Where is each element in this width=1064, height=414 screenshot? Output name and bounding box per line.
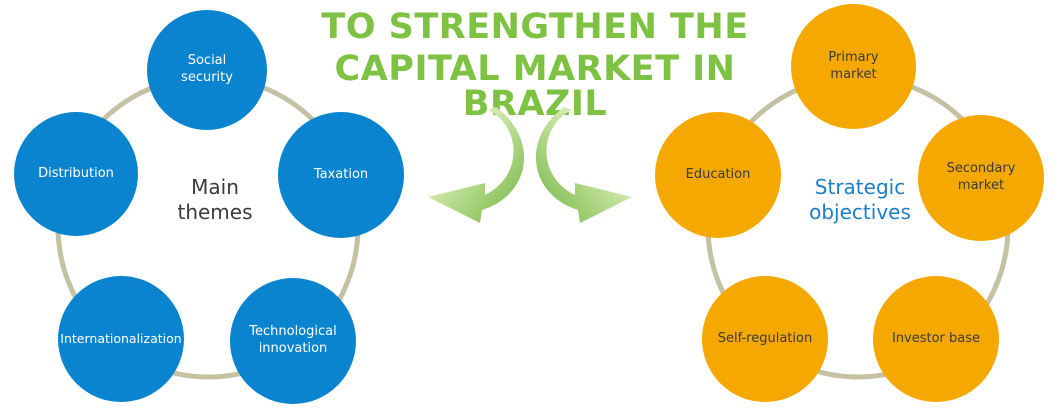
theme-node-social-security: Social security [147, 10, 267, 130]
objective-node-secondary-market: Secondary market [918, 115, 1044, 241]
title-line-2: CAPITAL MARKET IN BRAZIL [334, 49, 736, 124]
curved-arrows [428, 107, 632, 223]
main-themes-label: Main themes [177, 175, 253, 224]
objective-node-education: Education [655, 112, 781, 238]
left-curved-arrow-icon [428, 107, 525, 223]
objective-node-self-regulation: Self-regulation [702, 276, 828, 402]
title-line-1: TO STRENGTHEN THE [321, 7, 749, 47]
right-curved-arrow-icon [535, 107, 632, 223]
strategic-objectives-label: Strategic objectives [809, 175, 911, 224]
theme-node-technological-innovation: Technological innovation [230, 278, 356, 404]
objective-node-primary-market: Primary market [791, 4, 916, 129]
theme-node-internationalization: Internationalization [58, 276, 184, 402]
theme-node-distribution: Distribution [14, 112, 138, 236]
theme-node-taxation: Taxation [278, 112, 404, 238]
objective-node-investor-base: Investor base [873, 276, 999, 402]
